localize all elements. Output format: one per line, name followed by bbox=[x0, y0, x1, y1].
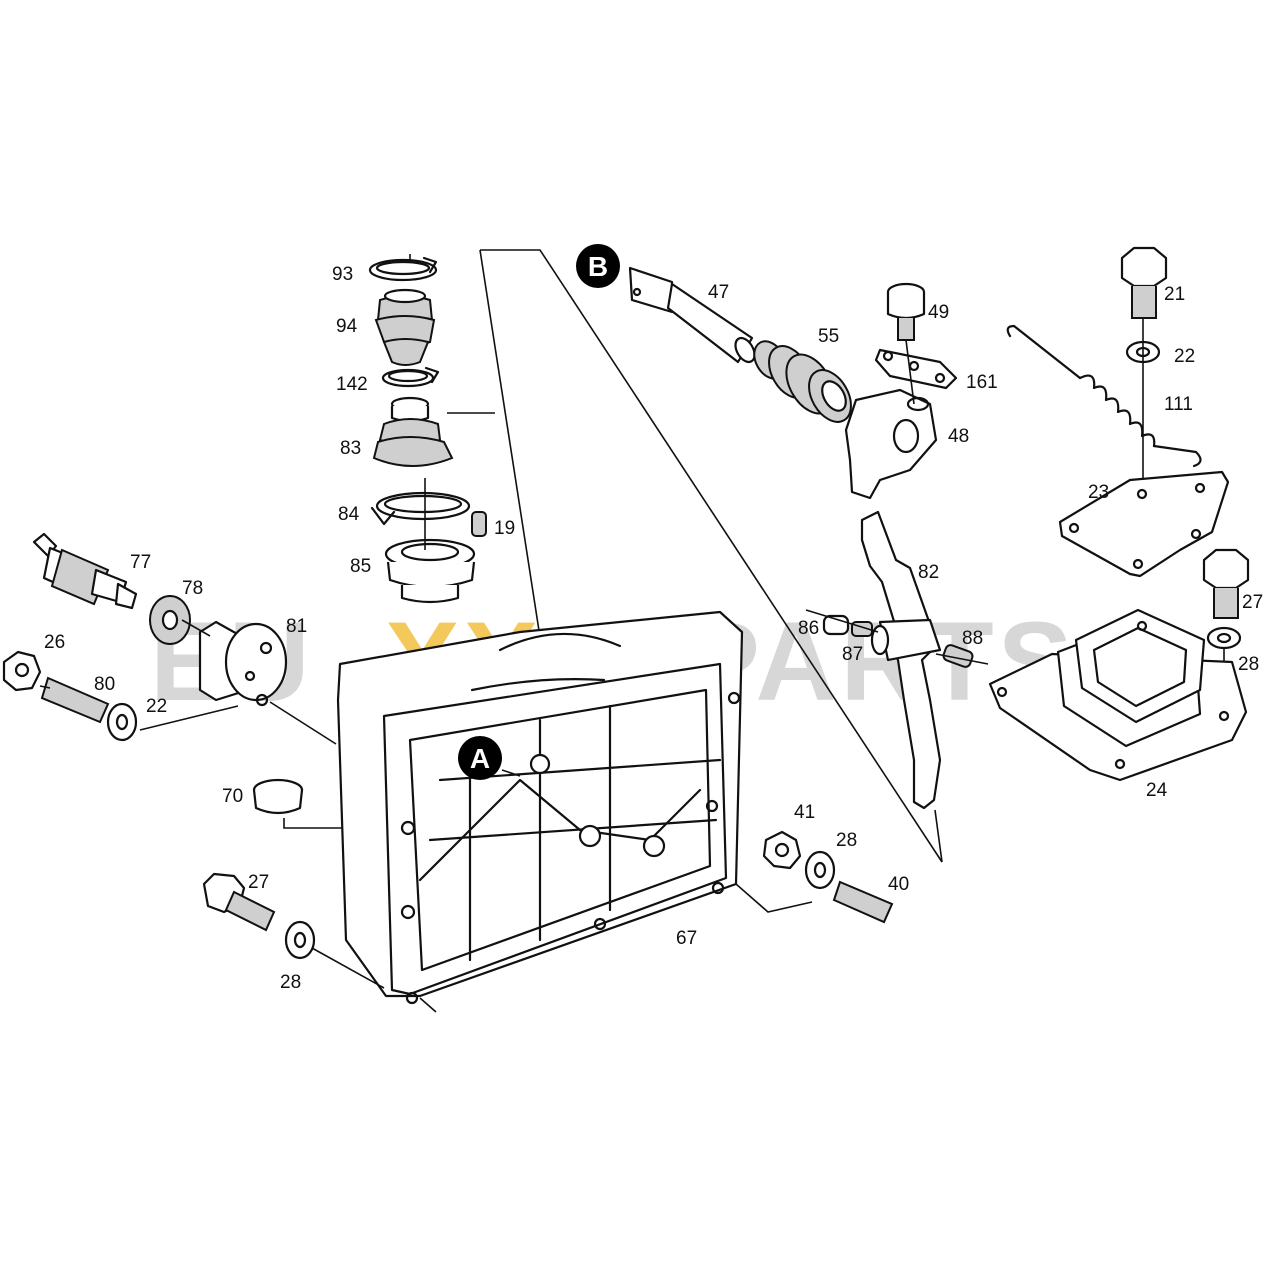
callout-142: 142 bbox=[336, 374, 368, 395]
callout-93: 93 bbox=[332, 264, 353, 285]
callout-21: 21 bbox=[1164, 284, 1185, 305]
callout-24: 24 bbox=[1146, 780, 1168, 801]
bottom-left-fasteners bbox=[202, 872, 385, 989]
callout-27-left: 27 bbox=[248, 872, 269, 893]
part-40-stud bbox=[832, 880, 894, 924]
part-111-spring bbox=[1006, 324, 1202, 468]
part-28-washer-mid bbox=[804, 850, 836, 890]
callout-47: 47 bbox=[708, 282, 729, 303]
marker-a: A bbox=[458, 736, 502, 780]
callout-88: 88 bbox=[962, 628, 983, 649]
callout-77: 77 bbox=[130, 552, 151, 573]
callout-82: 82 bbox=[918, 562, 939, 583]
part-28-washer-right bbox=[1206, 626, 1242, 650]
callout-22-left: 22 bbox=[146, 696, 167, 717]
callout-41: 41 bbox=[794, 802, 815, 823]
part-27-bolt-right bbox=[1202, 548, 1250, 619]
part-80-stud bbox=[40, 676, 110, 724]
part-24-cover bbox=[988, 608, 1248, 782]
part-142-clip bbox=[381, 366, 440, 388]
part-85-ring bbox=[384, 538, 476, 604]
callout-83: 83 bbox=[340, 438, 361, 459]
part-41-nut bbox=[762, 830, 802, 870]
callout-86: 86 bbox=[798, 618, 819, 639]
part-83-boot bbox=[372, 396, 454, 467]
right-fasteners bbox=[735, 830, 894, 924]
callout-28-mid: 28 bbox=[836, 830, 857, 851]
part-27-bolt-left bbox=[202, 872, 276, 932]
part-26-nut bbox=[2, 650, 42, 692]
part-49-screw bbox=[886, 282, 926, 341]
part-21-bolt bbox=[1120, 246, 1168, 319]
marker-a-label: A bbox=[470, 743, 490, 774]
part-78-washer bbox=[149, 595, 191, 645]
callout-26: 26 bbox=[44, 632, 65, 653]
left-parts bbox=[2, 532, 360, 829]
part-28-washer-left bbox=[284, 920, 316, 960]
part-81-plug bbox=[198, 620, 288, 707]
callout-161: 161 bbox=[966, 372, 998, 393]
callout-22-top: 22 bbox=[1174, 346, 1195, 367]
callout-84: 84 bbox=[338, 504, 360, 525]
part-55-boot bbox=[753, 340, 852, 423]
assembly-bracket-lines bbox=[447, 249, 943, 863]
shaft-82-group bbox=[805, 510, 989, 810]
callout-111: 111 bbox=[1164, 394, 1193, 415]
callout-labels: 93 94 142 83 84 19 85 47 55 49 161 48 21… bbox=[44, 264, 1263, 993]
part-22-washer-left bbox=[106, 702, 138, 742]
part-48-lever bbox=[844, 388, 938, 500]
marker-b: B bbox=[576, 244, 620, 288]
callout-80: 80 bbox=[94, 674, 115, 695]
callout-81: 81 bbox=[286, 616, 307, 637]
callout-28-left: 28 bbox=[280, 972, 301, 993]
part-84-band bbox=[370, 491, 471, 526]
callout-19: 19 bbox=[494, 518, 515, 539]
callout-48: 48 bbox=[948, 426, 969, 447]
callout-67: 67 bbox=[676, 928, 697, 949]
callout-40: 40 bbox=[888, 874, 909, 895]
shift-rod-group bbox=[628, 266, 958, 500]
part-47-rod bbox=[628, 266, 756, 364]
callout-28-right: 28 bbox=[1238, 654, 1259, 675]
callout-49: 49 bbox=[928, 302, 949, 323]
part-77-switch bbox=[32, 532, 138, 610]
callout-94: 94 bbox=[336, 316, 358, 337]
callout-55: 55 bbox=[818, 326, 839, 347]
callout-85: 85 bbox=[350, 556, 371, 577]
callout-78: 78 bbox=[182, 578, 203, 599]
marker-b-label: B bbox=[588, 251, 608, 282]
callout-27-right: 27 bbox=[1242, 592, 1263, 613]
part-93-clip bbox=[368, 256, 438, 282]
callout-87: 87 bbox=[842, 644, 863, 665]
part-67-housing bbox=[336, 610, 744, 1013]
callout-70: 70 bbox=[222, 786, 243, 807]
part-70-plug bbox=[252, 778, 304, 815]
cover-group bbox=[988, 246, 1250, 782]
part-161-plate bbox=[874, 348, 958, 390]
shift-stack bbox=[368, 254, 487, 604]
part-19-pin bbox=[471, 511, 487, 537]
part-94-bellow bbox=[374, 288, 436, 366]
callout-23: 23 bbox=[1088, 482, 1109, 503]
part-23-gasket bbox=[1058, 470, 1230, 578]
